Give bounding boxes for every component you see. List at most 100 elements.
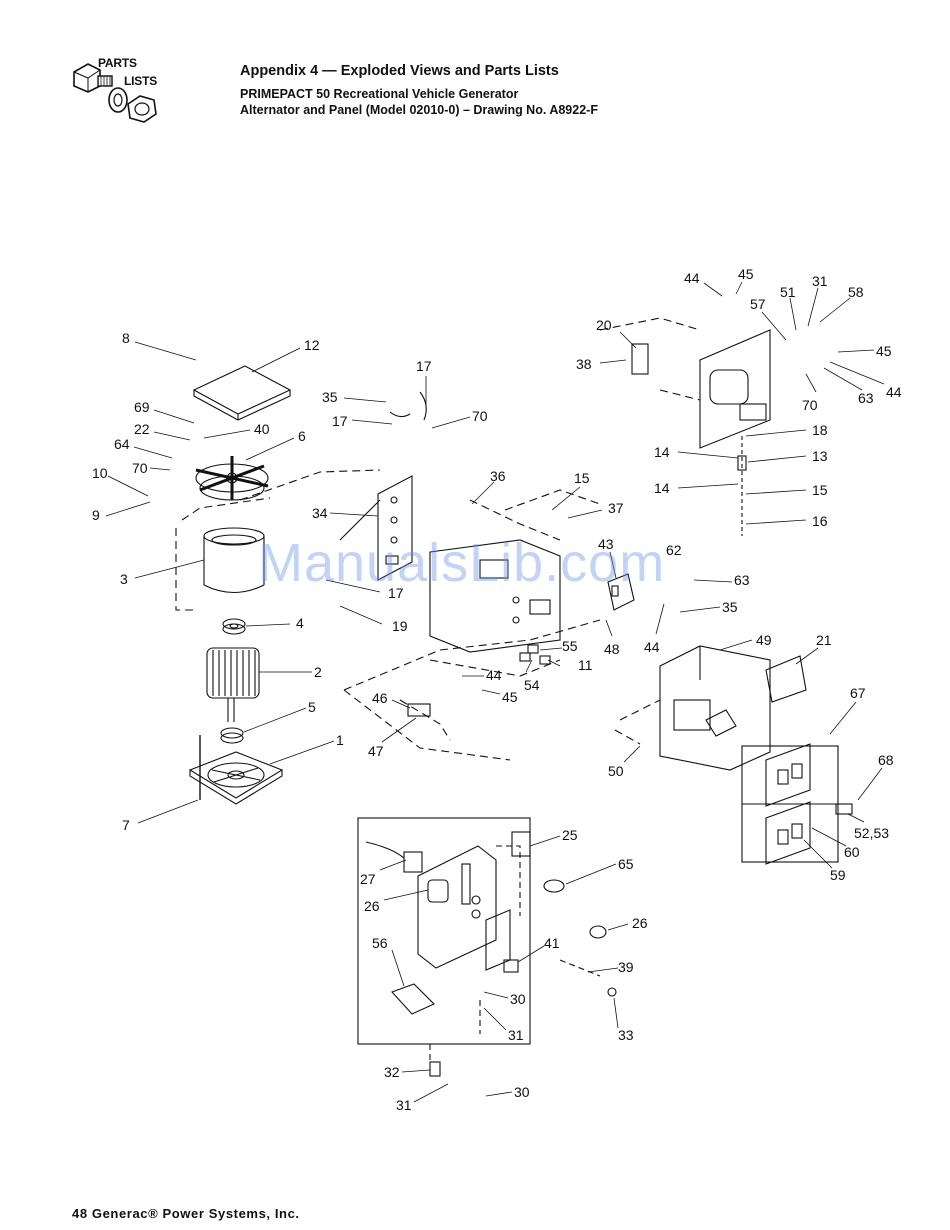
callout: 54 [524,677,540,693]
callout: 67 [850,685,866,701]
part-housing-3 [203,527,265,593]
callout: 48 [604,641,620,657]
callout: 35 [722,599,738,615]
part-54 [519,652,531,662]
callout: 64 [114,436,130,452]
callout: 9 [92,507,100,523]
callout: 31 [812,273,828,289]
callout: 45 [502,689,518,705]
callout: 5 [308,699,316,715]
callout: 3 [120,571,128,587]
callout: 25 [562,827,578,843]
callout: 11 [578,657,593,673]
callout: 70 [132,460,148,476]
callout: 17 [388,585,404,601]
callout: 22 [134,421,150,437]
callout: 45 [876,343,892,359]
callout: 12 [304,337,320,353]
page-footer: 48 Generac® Power Systems, Inc. [72,1206,300,1221]
callout: 14 [654,444,670,460]
callout: 18 [812,422,828,438]
callout: 59 [830,867,846,883]
callout: 49 [756,632,772,648]
part-55 [527,644,539,654]
part-fan-6 [195,456,269,501]
part-bracket-34 [377,475,413,581]
callout: 30 [510,991,526,1007]
callout: 63 [858,390,874,406]
callout: 45 [738,266,754,282]
page-subtitle-model: PRIMEPACT 50 Recreational Vehicle Genera… [240,87,519,101]
callout: 7 [122,817,130,833]
callout: 37 [608,500,624,516]
callout: 35 [322,389,338,405]
callout: 36 [490,468,506,484]
callout: 31 [508,1027,524,1043]
callout: 58 [848,284,864,300]
part-46 [407,703,431,717]
callout: 38 [576,356,592,372]
callout: 63 [734,572,750,588]
callout: 55 [562,638,578,654]
callout: 65 [618,856,634,872]
callout: 32 [384,1064,400,1080]
callout: 34 [312,505,328,521]
callout: 21 [816,632,832,648]
callout: 69 [134,399,150,415]
parts-lists-logo: PARTS LISTS [68,52,168,132]
callout: 50 [608,763,624,779]
callout: 41 [544,935,560,951]
logo-label-lists: LISTS [124,74,158,88]
callout: 44 [886,384,902,400]
callout: 20 [596,317,612,333]
part-11 [539,655,551,665]
callout: 68 [878,752,894,768]
part-nut-33 [607,987,617,997]
callout: 33 [618,1027,634,1043]
callout: 57 [750,296,766,312]
part-control-box-49 [659,645,771,771]
callout: 15 [812,482,828,498]
callout: 70 [472,408,488,424]
callout: 39 [618,959,634,975]
part-bearing-4 [222,618,246,635]
callout: 2 [314,664,322,680]
callout: 43 [598,536,614,552]
part-panel-plate [429,539,561,653]
callout: 30 [514,1084,530,1100]
callout: 46 [372,690,388,706]
callout: 51 [780,284,796,300]
callout: 70 [802,397,818,413]
bolt-nut-washer-icon [73,63,157,123]
callout: 17 [416,358,432,374]
watermark: ManualsLib.com [258,533,666,593]
callout: 27 [360,871,376,887]
leader-lines [105,281,885,1103]
page-header: Appendix 4 — Exploded Views and Parts Li… [240,63,880,118]
page-title: Appendix 4 — Exploded Views and Parts Li… [240,63,559,79]
callout: 19 [392,618,408,634]
part-13 [737,455,747,471]
page-subtitle-drawing: Alternator and Panel (Model 02010-0) – D… [240,103,598,117]
callout: 10 [92,465,108,481]
part-terminal-56 [391,983,435,1015]
part-grommet-65 [543,879,565,893]
callout: 4 [296,615,304,631]
diagram-artwork [175,317,853,1077]
callout: 14 [654,480,670,496]
callout-labels: 8 12 69 40 22 6 64 70 10 9 3 4 2 5 1 7 3… [92,266,902,1113]
part-25 [511,831,531,857]
part-panel-frame [357,817,531,1045]
callout: 62 [666,542,682,558]
callout: 1 [336,732,344,748]
callout: 26 [364,898,380,914]
part-41 [503,959,519,973]
callout: 44 [684,270,700,286]
callout: 60 [844,844,860,860]
part-nut-26 [589,925,607,939]
callout: 52,53 [854,825,889,841]
part-receptacle-assembly [741,743,853,865]
callout: 47 [368,743,384,759]
part-panel-assembly [391,831,531,1015]
